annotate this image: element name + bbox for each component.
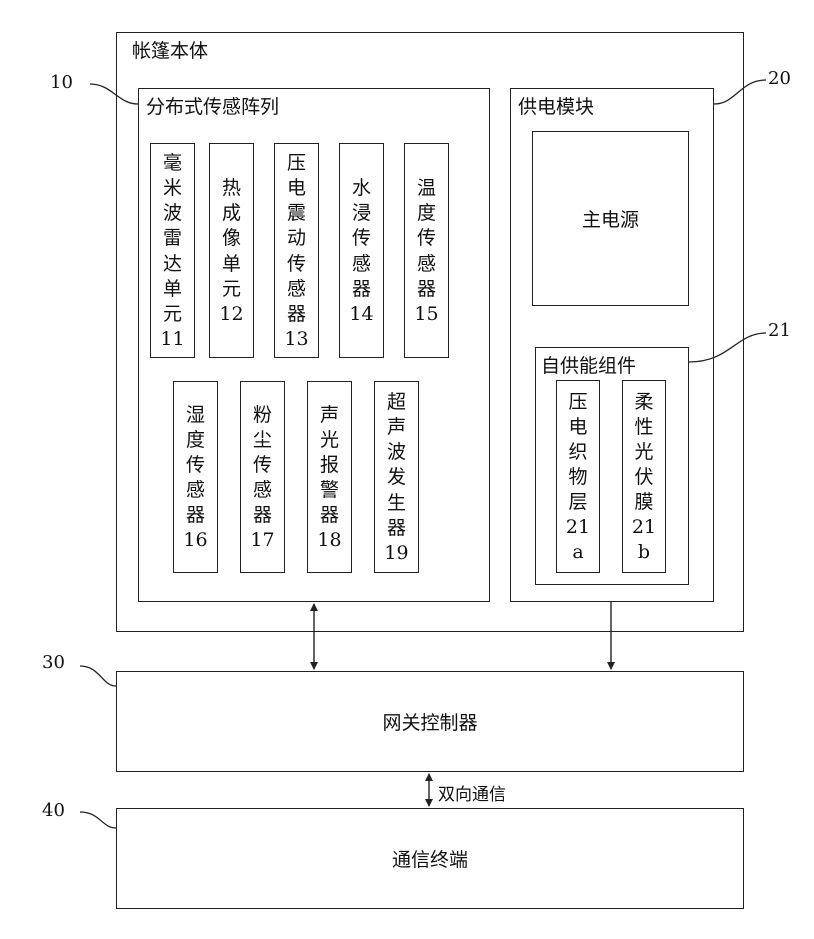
leader-40 bbox=[80, 812, 116, 828]
leader-10 bbox=[90, 84, 138, 104]
leader-20 bbox=[714, 80, 766, 104]
leader-30 bbox=[80, 666, 116, 686]
leader-21 bbox=[689, 333, 766, 362]
